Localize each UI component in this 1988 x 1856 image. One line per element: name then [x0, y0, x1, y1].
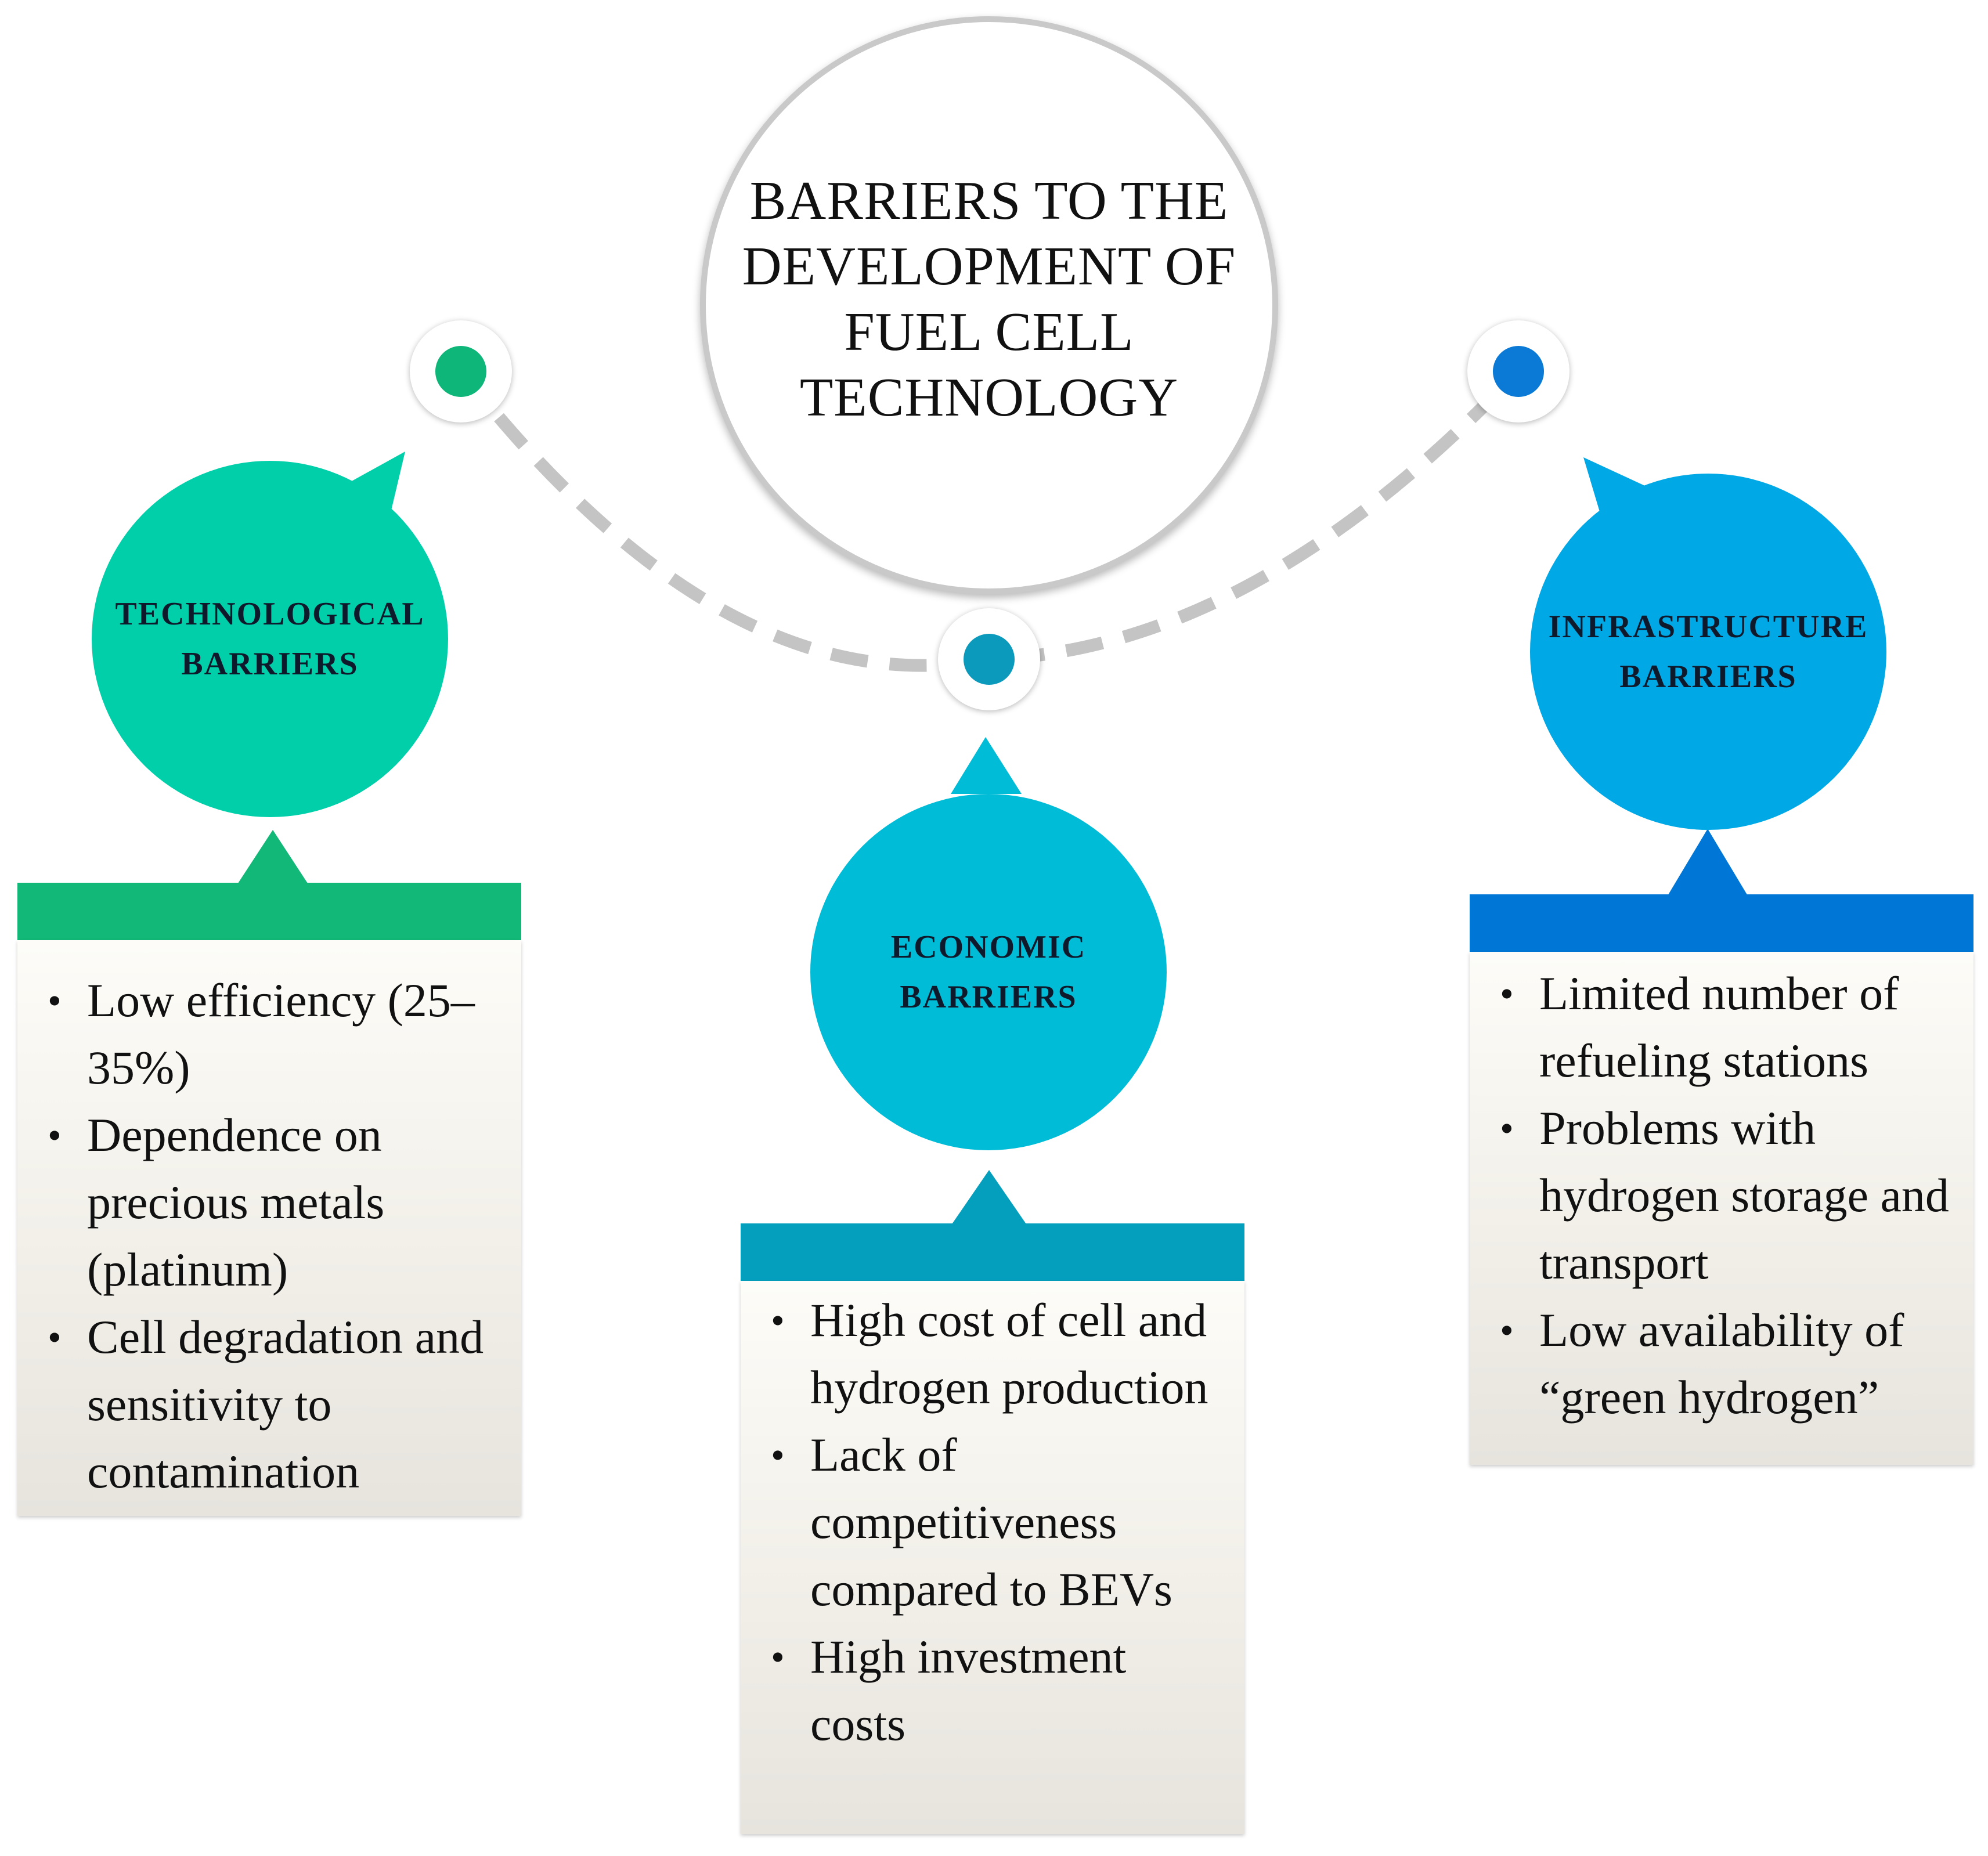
title-circle: BARRIERS TO THE DEVELOPMENT OF FUEL CELL… — [700, 16, 1278, 594]
list-item: High investment costs — [758, 1623, 1227, 1758]
infrastructure-list: Limited number of refueling stations Pro… — [1470, 952, 1973, 1465]
dashed-arc-connector — [456, 367, 1522, 672]
list-item: Low efficiency (25–35%) — [35, 967, 504, 1102]
list-item: Lack of competitiveness compared to BEVs — [758, 1421, 1227, 1623]
list-item: Cell degradation and sensitivity to cont… — [35, 1303, 504, 1505]
economic-list: High cost of cell and hydrogen productio… — [741, 1281, 1244, 1834]
technological-header-pointer — [237, 830, 309, 885]
technological-header-bar — [17, 883, 521, 940]
infrastructure-header-bar — [1470, 894, 1973, 952]
economic-bubble: ECONOMIC BARRIERS — [810, 794, 1167, 1150]
economic-node-dot — [964, 634, 1015, 685]
infrastructure-bubble: INFRASTRUCTURE BARRIERS — [1530, 474, 1886, 830]
economic-label: ECONOMIC BARRIERS — [890, 929, 1087, 1015]
infrastructure-node — [1467, 320, 1570, 423]
infrastructure-bubble-tail — [1583, 457, 1646, 535]
diagram-title: BARRIERS TO THE DEVELOPMENT OF FUEL CELL… — [742, 171, 1236, 428]
technological-bubble: TECHNOLOGICAL BARRIERS — [92, 461, 448, 817]
list-item: Dependence on precious metals (platinum) — [35, 1102, 504, 1303]
technological-label: TECHNOLOGICAL BARRIERS — [115, 596, 425, 682]
technological-node — [410, 320, 512, 423]
infrastructure-node-dot — [1493, 346, 1544, 397]
economic-header-pointer — [951, 1170, 1027, 1226]
list-item: High cost of cell and hydrogen productio… — [758, 1287, 1227, 1421]
list-item: Problems with hydrogen storage and trans… — [1487, 1095, 1956, 1297]
technological-node-dot — [435, 346, 486, 397]
list-item: Limited number of refueling stations — [1487, 960, 1956, 1095]
economic-node — [938, 608, 1040, 710]
economic-bubble-tail — [951, 737, 1022, 794]
list-item: Low availability of “green hydrogen” — [1487, 1297, 1956, 1431]
infrastructure-header-pointer — [1667, 829, 1748, 897]
infrastructure-label: INFRASTRUCTURE BARRIERS — [1548, 609, 1868, 695]
technological-list: Low efficiency (25–35%) Dependence on pr… — [17, 940, 521, 1516]
economic-header-bar — [741, 1223, 1244, 1281]
